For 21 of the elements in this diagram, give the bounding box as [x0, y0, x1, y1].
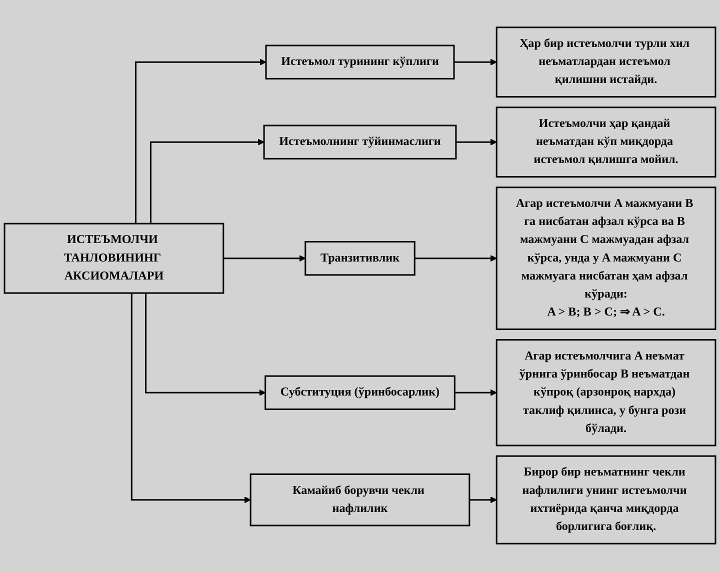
node-box: Истеъмолчи ҳар қандай неъматдан кўп миқдорда истеъмол қилишга мойил. [496, 106, 716, 178]
node-box: Бирор бир неъматнинг чекли нафлилиги унинг истеъмолчи ихтиёрида қанча миқдорда борлигига боғлиқ. [496, 455, 716, 544]
arrow [145, 293, 266, 396]
arrow [414, 255, 497, 262]
arrow [130, 293, 251, 504]
arrow [150, 138, 264, 224]
node-box: Транзитивлик [304, 240, 416, 276]
node-box: Агар истеъмолчига A неъмат ўрнига ўринбосар B неъматдан кўпроқ (арзонроқ нархда) таклиф қилинса, у бунга рози бўлади. [496, 339, 716, 446]
arrow [455, 138, 497, 146]
node-box: ИСТЕЪМОЛЧИ ТАНЛОВИНИНГ АКСИОМАЛАРИ [4, 222, 224, 294]
node-box: Истеъмолнинг тўйинмаслиги [263, 124, 457, 160]
arrow [468, 496, 497, 504]
node-box: Ҳар бир истеъмолчи турли хил неъматлардан истеъмол қилишни истайди. [496, 26, 716, 98]
node-box: Камайиб борувчи чекли нафлилик [250, 473, 470, 526]
arrow [453, 58, 497, 66]
node-box: Агар истеъмолчи A мажмуани B га нисбатан афзал кўрса ва B мажмуани C мажмуадан афзал кўрса, унда у A мажмуани C мажмуага нисбатан ҳам афзал кўради: A > B; B > C; ⇒ A > C. [496, 186, 716, 330]
node-box: Истеъмол турининг кўплиги [265, 44, 455, 80]
arrow [134, 58, 266, 224]
arrow [454, 389, 497, 396]
node-box: Субституция (ўринбосарлик) [264, 375, 456, 410]
arrow [222, 255, 306, 262]
